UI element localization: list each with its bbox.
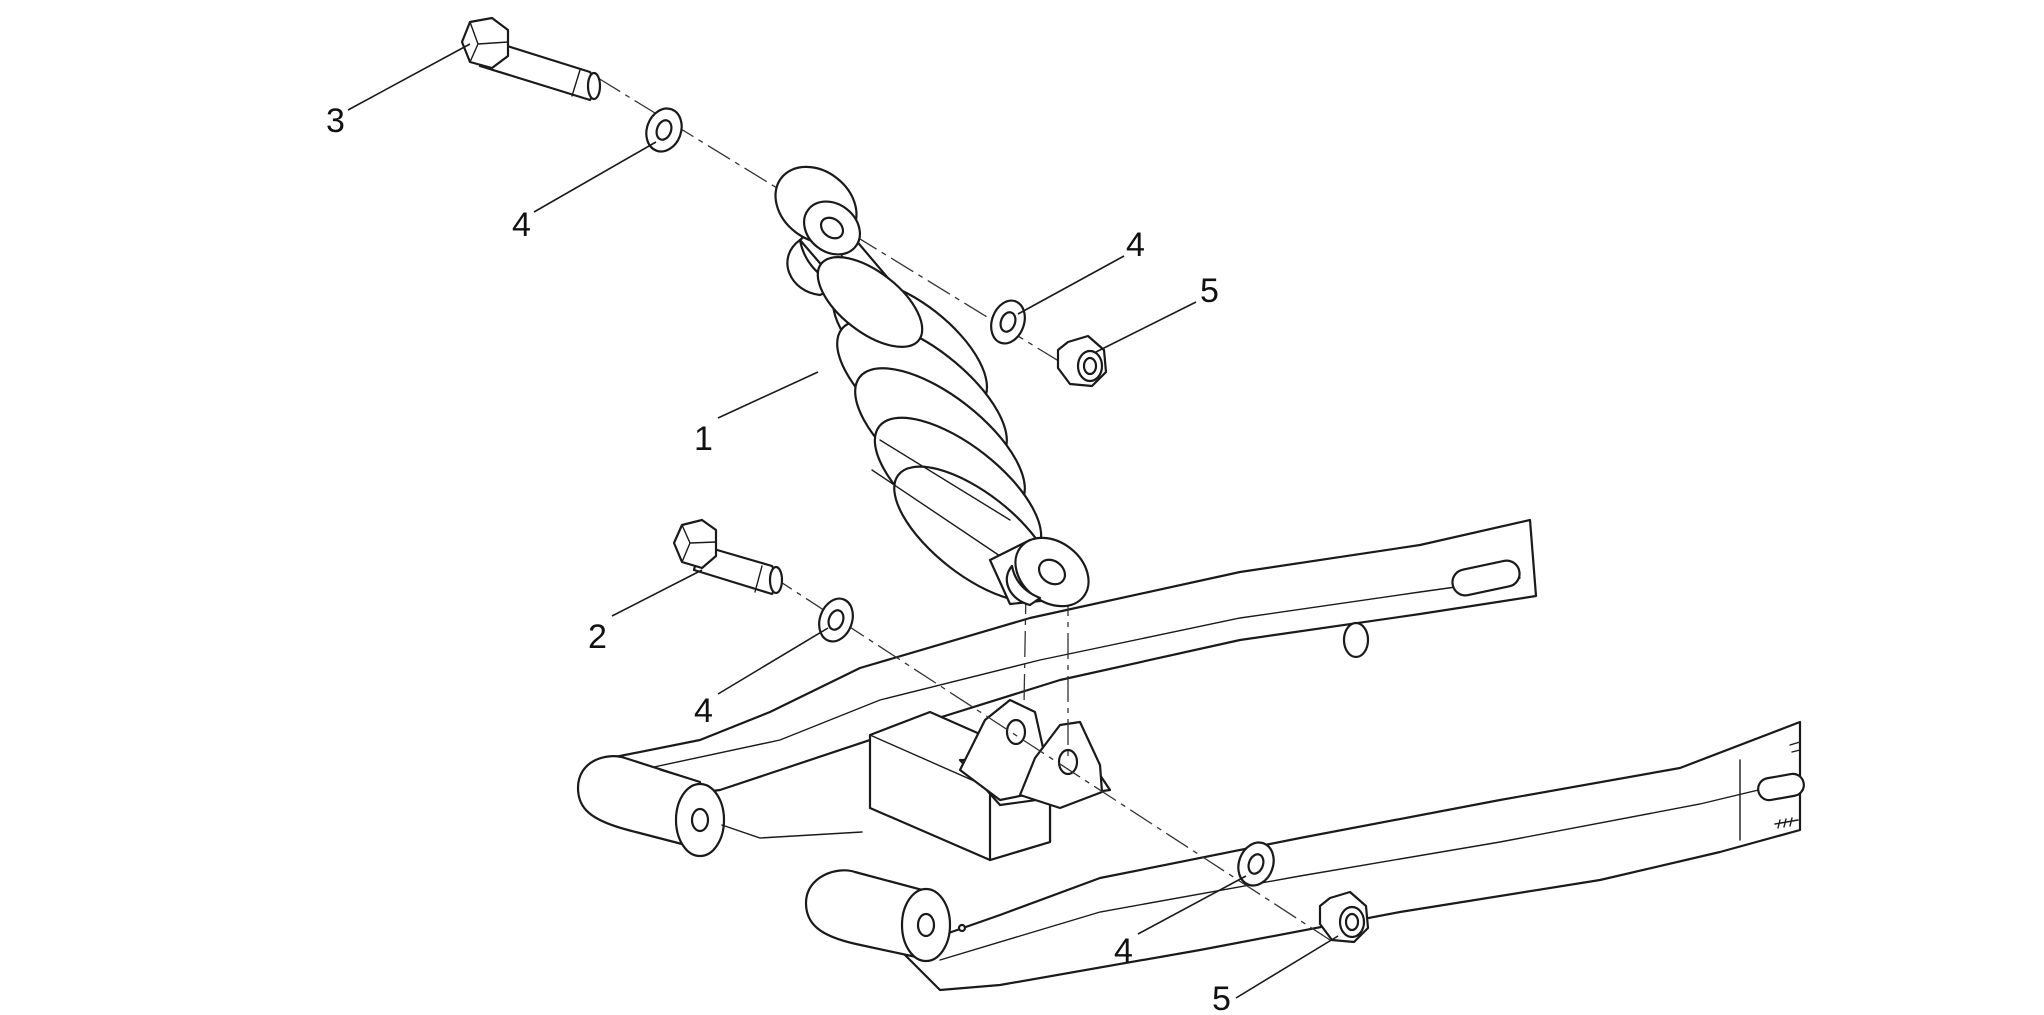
washer-top-left bbox=[645, 107, 683, 153]
callout-4-lower-left: 4 bbox=[694, 692, 713, 730]
shock-absorber bbox=[774, 165, 1090, 608]
callout-numbers: 3 4 4 5 1 2 4 4 5 bbox=[326, 102, 1231, 1015]
nut-upper bbox=[1056, 334, 1108, 388]
washer-lower-right bbox=[1237, 841, 1275, 887]
swingarm bbox=[576, 518, 1805, 992]
washer-lower-left bbox=[818, 597, 854, 643]
callout-3: 3 bbox=[326, 102, 345, 140]
upper-bolt bbox=[460, 16, 602, 102]
lower-bolt bbox=[672, 518, 784, 596]
washer-top-right bbox=[990, 299, 1026, 345]
callout-4-lower-right: 4 bbox=[1114, 932, 1133, 970]
callout-5-lower: 5 bbox=[1212, 980, 1231, 1015]
callout-2: 2 bbox=[588, 618, 607, 656]
callout-4-top-right: 4 bbox=[1126, 226, 1145, 264]
leader-lines bbox=[347, 43, 1339, 999]
callout-4-top-left: 4 bbox=[512, 206, 531, 244]
nut-lower bbox=[1318, 890, 1370, 944]
callout-5-upper: 5 bbox=[1200, 272, 1219, 310]
callout-1: 1 bbox=[694, 420, 713, 458]
